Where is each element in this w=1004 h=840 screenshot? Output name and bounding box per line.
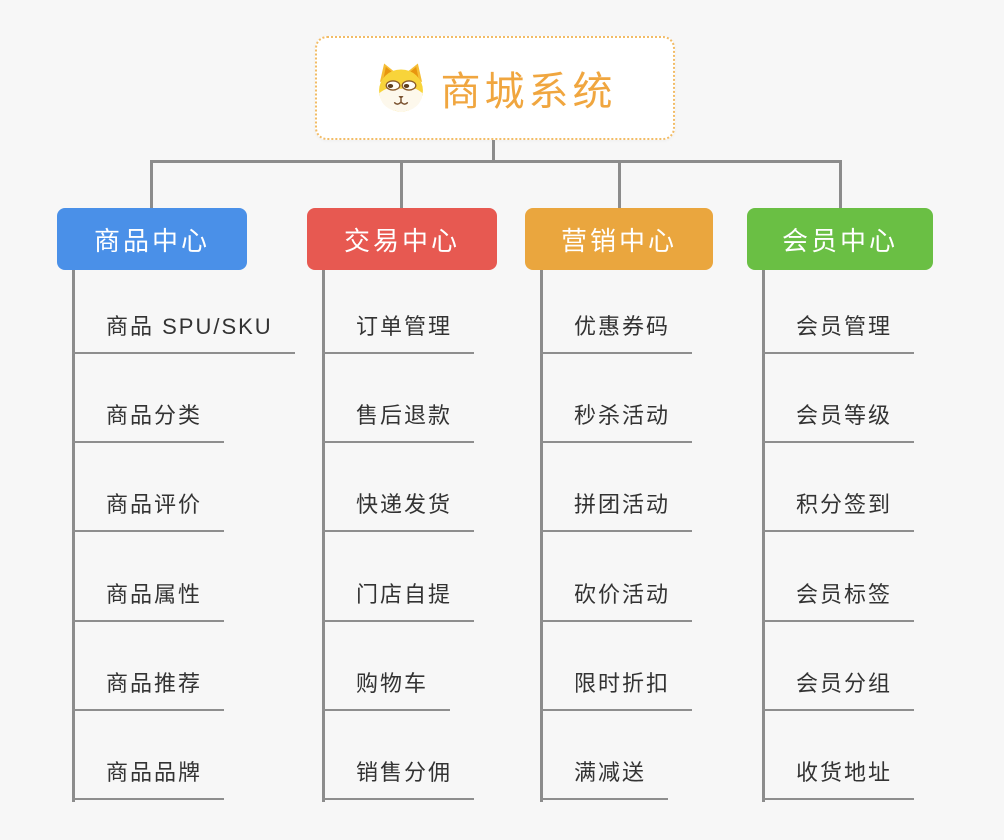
leaf-node[interactable]: 售后退款 bbox=[322, 401, 475, 443]
leaf-node[interactable]: 秒杀活动 bbox=[540, 401, 693, 443]
leaf-node[interactable]: 商品品牌 bbox=[72, 758, 225, 800]
connector-branch-stub bbox=[618, 160, 621, 209]
branch-node-member-center[interactable]: 会员中心 bbox=[747, 208, 933, 270]
branch-node-marketing-center[interactable]: 营销中心 bbox=[525, 208, 713, 270]
leaf-node[interactable]: 商品 SPU/SKU bbox=[72, 312, 295, 354]
leaf-node[interactable]: 快递发货 bbox=[322, 490, 475, 532]
branch-trade-center: 交易中心 订单管理 售后退款 快递发货 门店自提 购物车 销售分佣 bbox=[307, 208, 497, 808]
connector-branch-stub bbox=[400, 160, 403, 209]
leaf-node[interactable]: 会员分组 bbox=[762, 669, 915, 711]
branch-trunk-line bbox=[540, 270, 543, 802]
leaf-node[interactable]: 会员标签 bbox=[762, 580, 915, 622]
leaf-node[interactable]: 商品推荐 bbox=[72, 669, 225, 711]
branch-product-center: 商品中心 商品 SPU/SKU 商品分类 商品评价 商品属性 商品推荐 商品品牌 bbox=[57, 208, 295, 808]
root-title: 商城系统 bbox=[440, 70, 617, 114]
leaf-node[interactable]: 收货地址 bbox=[762, 758, 915, 800]
branch-trunk-line bbox=[72, 270, 75, 802]
leaf-node[interactable]: 砍价活动 bbox=[540, 580, 693, 622]
leaf-node[interactable]: 购物车 bbox=[322, 669, 451, 711]
leaf-node[interactable]: 销售分佣 bbox=[322, 758, 475, 800]
root-node[interactable]: 商城系统 bbox=[315, 36, 675, 140]
leaf-node[interactable]: 限时折扣 bbox=[540, 669, 693, 711]
branch-node-trade-center[interactable]: 交易中心 bbox=[307, 208, 497, 270]
branch-trunk-line bbox=[762, 270, 765, 802]
leaf-node[interactable]: 商品分类 bbox=[72, 401, 225, 443]
branch-node-product-center[interactable]: 商品中心 bbox=[57, 208, 247, 270]
leaf-node[interactable]: 门店自提 bbox=[322, 580, 475, 622]
connector-branch-stub bbox=[150, 160, 153, 209]
shiba-dog-icon bbox=[378, 63, 423, 112]
branch-trunk-line bbox=[322, 270, 325, 802]
leaf-node[interactable]: 会员等级 bbox=[762, 401, 915, 443]
leaf-node[interactable]: 订单管理 bbox=[322, 312, 475, 354]
branch-member-center: 会员中心 会员管理 会员等级 积分签到 会员标签 会员分组 收货地址 bbox=[747, 208, 933, 808]
leaf-node[interactable]: 会员管理 bbox=[762, 312, 915, 354]
connector-horizontal-line bbox=[150, 160, 842, 163]
leaf-node[interactable]: 优惠券码 bbox=[540, 312, 693, 354]
connector-root-stub bbox=[492, 140, 495, 162]
leaf-node[interactable]: 积分签到 bbox=[762, 490, 915, 532]
connector-branch-stub bbox=[839, 160, 842, 209]
branch-marketing-center: 营销中心 优惠券码 秒杀活动 拼团活动 砍价活动 限时折扣 满减送 bbox=[525, 208, 713, 808]
leaf-node[interactable]: 商品属性 bbox=[72, 580, 225, 622]
leaf-node[interactable]: 满减送 bbox=[540, 758, 669, 800]
leaf-node[interactable]: 拼团活动 bbox=[540, 490, 693, 532]
leaf-node[interactable]: 商品评价 bbox=[72, 490, 225, 532]
